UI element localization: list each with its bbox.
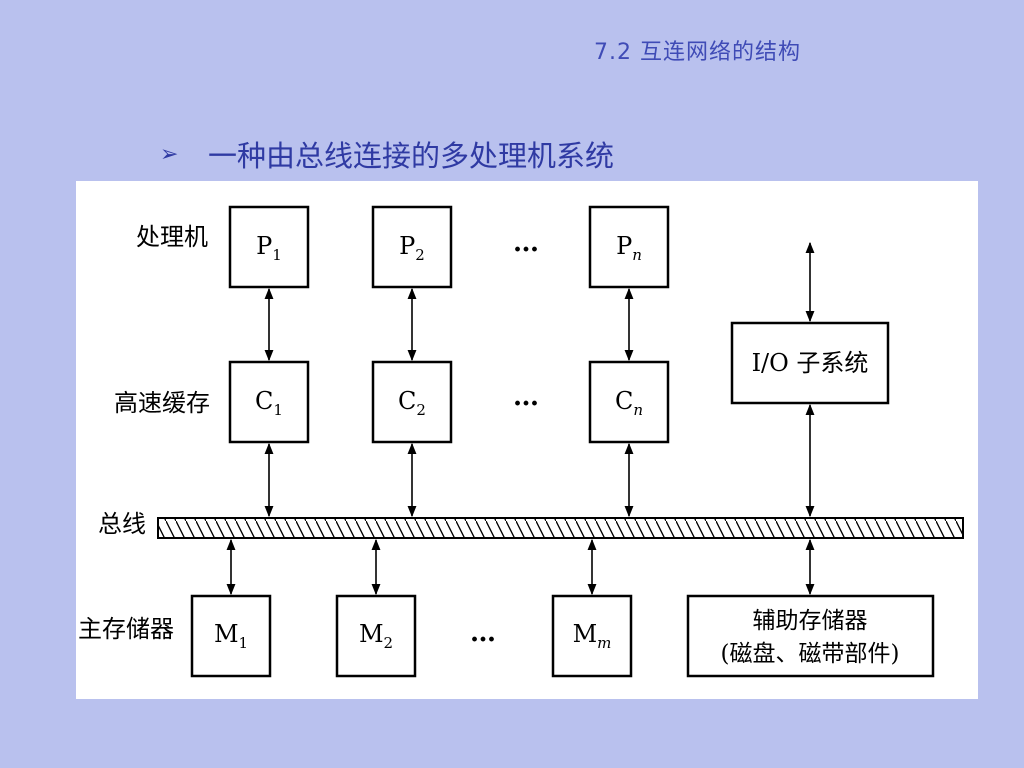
svg-text:Mm: Mm	[573, 620, 612, 652]
svg-text:(磁盘、磁带部件): (磁盘、磁带部件)	[721, 641, 900, 667]
arrow-bullet-icon: ➢	[160, 141, 179, 167]
svg-text:C1: C1	[255, 387, 283, 419]
processor-row-label: 处理机	[136, 223, 208, 251]
svg-text:M2: M2	[359, 620, 393, 652]
processor-box: P2	[371, 205, 453, 289]
bullet-item: ➢ 一种由总线连接的多处理机系统	[160, 133, 614, 175]
svg-text:P1: P1	[256, 232, 282, 264]
bus-row-label: 总线	[98, 510, 146, 538]
page-title: 7.2 互连网络的结构	[594, 40, 801, 65]
cache-ellipsis: …	[513, 382, 539, 412]
aux-storage-box: 辅助存储器 (磁盘、磁带部件)	[686, 594, 935, 678]
memory-box: M1	[190, 594, 272, 678]
svg-text:I/O 子系统: I/O 子系统	[752, 349, 869, 377]
svg-text:P2: P2	[399, 232, 425, 264]
system-bus	[157, 517, 964, 539]
memory-row-label: 主存储器	[78, 615, 174, 643]
processor-box: Pn	[588, 205, 670, 289]
svg-text:C2: C2	[398, 387, 426, 419]
cache-box: Cn	[588, 360, 670, 444]
diagram-panel: 处理机 高速缓存 总线 主存储器 P1 P2 … Pn C1 C2 …	[76, 181, 978, 699]
cache-box: C2	[371, 360, 453, 444]
processor-ellipsis: …	[513, 228, 539, 258]
io-subsystem-box: I/O 子系统	[730, 321, 890, 405]
memory-ellipsis: …	[470, 618, 496, 648]
processor-box: P1	[228, 205, 310, 289]
svg-text:M1: M1	[214, 620, 248, 652]
bullet-text: 一种由总线连接的多处理机系统	[208, 139, 615, 173]
cache-row-label: 高速缓存	[114, 389, 210, 417]
cache-box: C1	[228, 360, 310, 444]
svg-text:Cn: Cn	[615, 387, 643, 419]
memory-box: Mm	[551, 594, 633, 678]
svg-text:辅助存储器: 辅助存储器	[753, 608, 868, 634]
memory-box: M2	[335, 594, 417, 678]
svg-text:Pn: Pn	[616, 232, 642, 264]
